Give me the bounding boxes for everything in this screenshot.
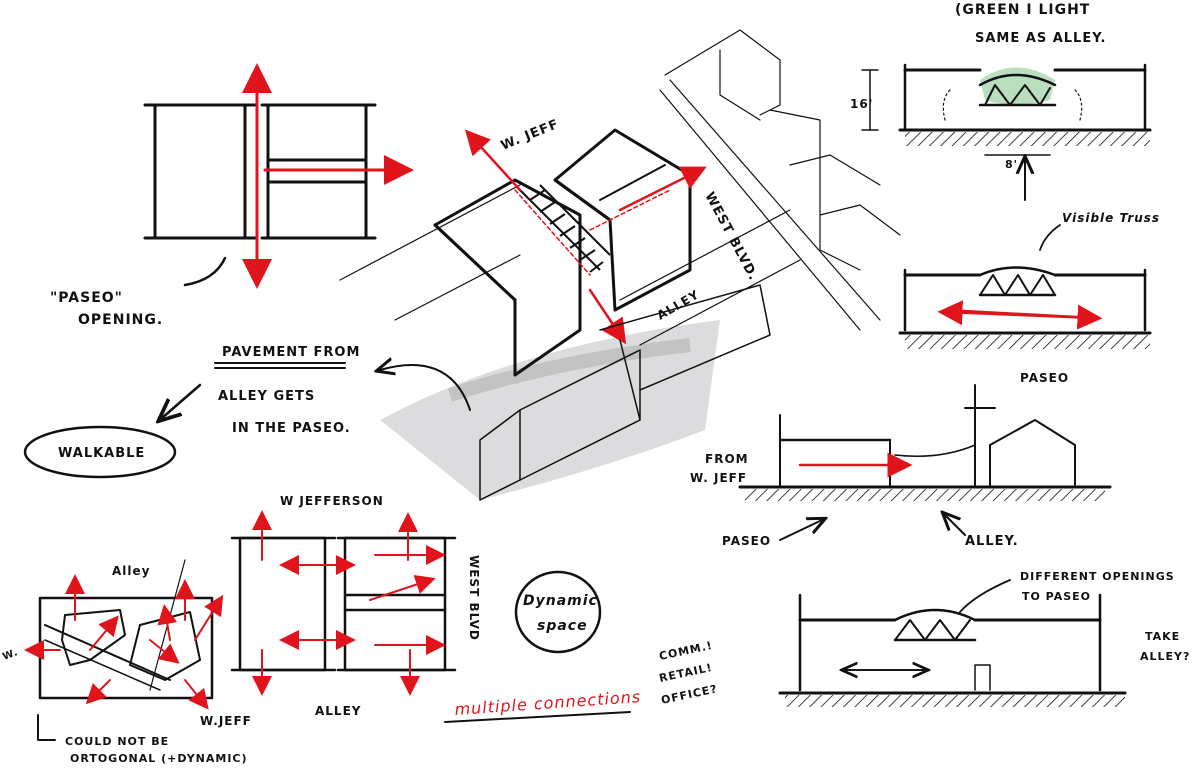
paseo-section-label: PASEO — [1020, 371, 1069, 385]
take-alley-label-1: TAKE — [1145, 630, 1180, 643]
alley-small-label: Alley — [112, 564, 150, 578]
comm-label-2: RETAIL! — [658, 661, 714, 685]
pavement-note-line-1: PAVEMENT FROM — [222, 345, 360, 360]
multiple-connections-label: multiple connections — [454, 687, 642, 719]
width-8-label: 8' — [1005, 158, 1018, 171]
alley-plan-label: ALLEY — [315, 704, 361, 718]
visible-truss-label: Visible Truss — [1062, 211, 1160, 225]
axonometric-sketch — [339, 29, 901, 501]
paseo-opening-label-1: "PASEO" — [50, 290, 123, 306]
paseo-opening-label-2: OPENING. — [78, 312, 163, 328]
pavement-note-line-3: IN THE PASEO. — [232, 421, 351, 436]
different-openings-label-1: DIFFERENT OPENINGS — [1020, 570, 1175, 583]
connections-plan-diagram — [230, 510, 457, 696]
section-visible-truss — [898, 224, 1152, 349]
space-label: space — [537, 618, 588, 634]
could-not-label-1: COULD NOT BE — [65, 735, 169, 748]
alley-arrow-label: ALLEY. — [965, 534, 1019, 549]
could-not-label-2: ORTOGONAL (+DYNAMIC) — [70, 752, 248, 765]
same-as-alley-label: SAME AS ALLEY. — [975, 31, 1106, 46]
walkable-bubble — [23, 425, 177, 479]
w-jeff-small-label: W.JEFF — [200, 714, 252, 728]
w-jefferson-label: W JEFFERSON — [280, 494, 384, 508]
from-w-jeff-label-2: W. JEFF — [690, 471, 747, 485]
west-blvd-plan-label: WEST BLVD — [467, 555, 481, 641]
different-openings-label-2: TO PASEO — [1022, 590, 1091, 603]
w-small-label: W. — [1, 647, 20, 663]
height-16-label: 16' — [850, 97, 873, 111]
west-blvd-axo-label: WEST BLVD. — [701, 190, 760, 284]
ink-wash-shadow — [380, 320, 720, 500]
section-green-light — [861, 63, 1152, 201]
green-light-label: (GREEN I LIGHT — [955, 2, 1090, 18]
pavement-note-line-2: ALLEY GETS — [218, 389, 315, 404]
dynamic-plan-diagram — [24, 559, 224, 741]
comm-label-1: COMM.! — [658, 639, 714, 663]
dynamic-label: Dynamic — [523, 593, 598, 609]
paseo-plan-diagram — [143, 63, 414, 289]
section-from-w-jeff — [738, 384, 1112, 501]
paseo-arrow-label: PASEO — [722, 534, 771, 548]
dynamic-space-bubble — [514, 570, 602, 654]
from-w-jeff-label-1: FROM — [705, 452, 749, 466]
comm-label-3: OFFICE? — [660, 682, 719, 707]
take-alley-label-2: ALLEY? — [1140, 650, 1190, 663]
w-jeff-axo-label: W. JEFF — [499, 117, 561, 154]
alley-axo-label: ALLEY — [655, 287, 702, 322]
walkable-label: WALKABLE — [58, 446, 145, 461]
section-different-openings — [778, 579, 1127, 707]
